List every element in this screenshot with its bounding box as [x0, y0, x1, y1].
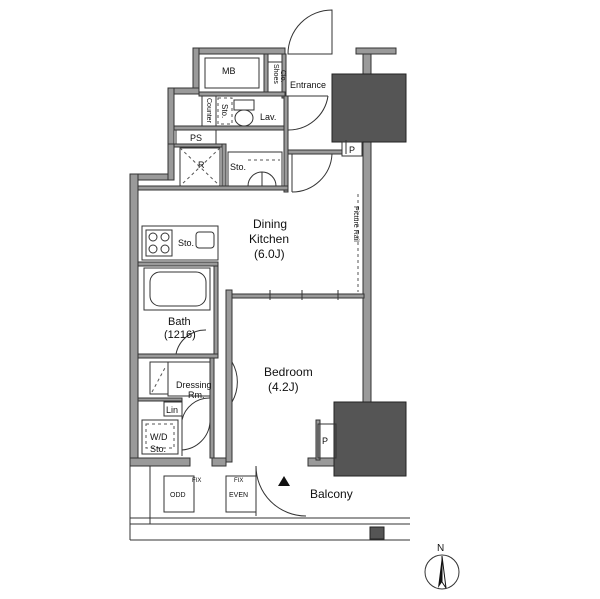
- compass-arrow-icon: [438, 556, 442, 588]
- label-sto-lav: Sto.: [220, 104, 229, 118]
- label-bath: Bath: [168, 316, 191, 328]
- kitchen-counter: [141, 225, 219, 261]
- label-dressing: Dressing: [176, 380, 212, 390]
- pillar-balcony: [369, 526, 385, 540]
- p-box-bottom: [317, 423, 337, 459]
- label-even: EVEN: [229, 492, 248, 499]
- bath-door[interactable]: [175, 329, 207, 355]
- label-sto-hall: Sto.: [230, 162, 246, 172]
- label-odd: ODD: [170, 492, 186, 499]
- label-dining: Dining: [253, 217, 287, 231]
- lav-door[interactable]: [287, 95, 329, 131]
- label-bedroom-size: (4.2J): [268, 380, 299, 394]
- label-fix-1: FIX: [192, 478, 201, 484]
- hall-door[interactable]: [291, 153, 333, 193]
- label-clo: Clo.: [279, 70, 286, 83]
- wd-box: [141, 419, 179, 455]
- dressing-door[interactable]: [181, 397, 211, 421]
- label-mb: MB: [222, 66, 236, 76]
- label-dressing-rm: Rm.: [188, 390, 205, 400]
- label-entrance: Entrance: [290, 80, 326, 90]
- refrigerator-box: [179, 147, 221, 187]
- counter-strip: [201, 95, 217, 127]
- label-balcony: Balcony: [310, 487, 353, 501]
- entrance-arrow-icon: [278, 476, 290, 486]
- pillar-top-right: [331, 73, 407, 143]
- exterior-walls: [129, 47, 397, 467]
- toilet-icon: [233, 99, 255, 127]
- pillar-bottom-right: [333, 401, 407, 477]
- balcony-area: [129, 465, 410, 541]
- label-dining-size: (6.0J): [254, 247, 285, 261]
- label-counter: Counter: [205, 98, 212, 124]
- label-lav: Lav.: [260, 112, 276, 122]
- label-lin: Lin: [166, 405, 178, 415]
- label-picture-rail: Picture Rail: [352, 206, 359, 242]
- p-box-top: [341, 141, 363, 157]
- label-sto-wd: Sto.: [150, 444, 166, 454]
- label-refrigerator: R: [198, 160, 205, 170]
- compass-n-label: N: [437, 543, 444, 554]
- label-bath-size: (1216): [164, 329, 196, 341]
- ps-box: [175, 129, 217, 145]
- bedroom-door[interactable]: [231, 361, 238, 403]
- label-shoes: Shoes: [272, 64, 279, 84]
- bathtub: [143, 267, 211, 311]
- dressing-shelf: [149, 361, 169, 395]
- label-ps: PS: [190, 133, 202, 143]
- label-p-top: P: [349, 145, 355, 155]
- mb-box: [204, 57, 260, 89]
- label-p-bottom: P: [322, 436, 328, 446]
- label-bedroom: Bedroom: [264, 365, 313, 379]
- label-kitchen: Kitchen: [249, 232, 289, 246]
- label-wd: W/D: [150, 432, 168, 442]
- entrance-door[interactable]: [287, 9, 333, 55]
- label-sto-kitchen: Sto.: [178, 238, 194, 248]
- shoes-closet-box: [267, 61, 283, 93]
- hall-storage: [227, 151, 283, 187]
- label-fix-2: FIX: [234, 478, 243, 484]
- north-compass: N: [424, 543, 460, 590]
